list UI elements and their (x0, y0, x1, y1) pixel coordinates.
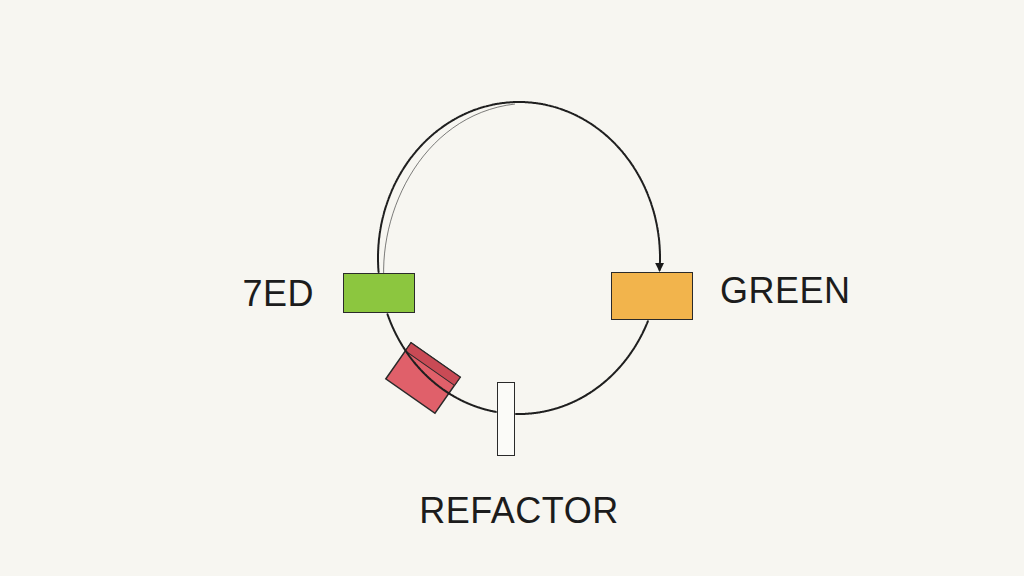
cycle-arc (388, 314, 496, 412)
red-block (386, 343, 460, 413)
stage-label: REFACTOR (419, 493, 618, 529)
stage-label: 7ED (242, 276, 314, 312)
stage-label: GREEN (720, 273, 851, 309)
cycle-arc (378, 102, 660, 272)
sketch-stroke (384, 104, 515, 300)
red-stage-box: 7ED (343, 273, 415, 313)
cycle-arc (516, 321, 648, 414)
refactor-stage-bar: REFACTOR (497, 382, 515, 456)
green-stage-box: GREEN (611, 272, 693, 320)
